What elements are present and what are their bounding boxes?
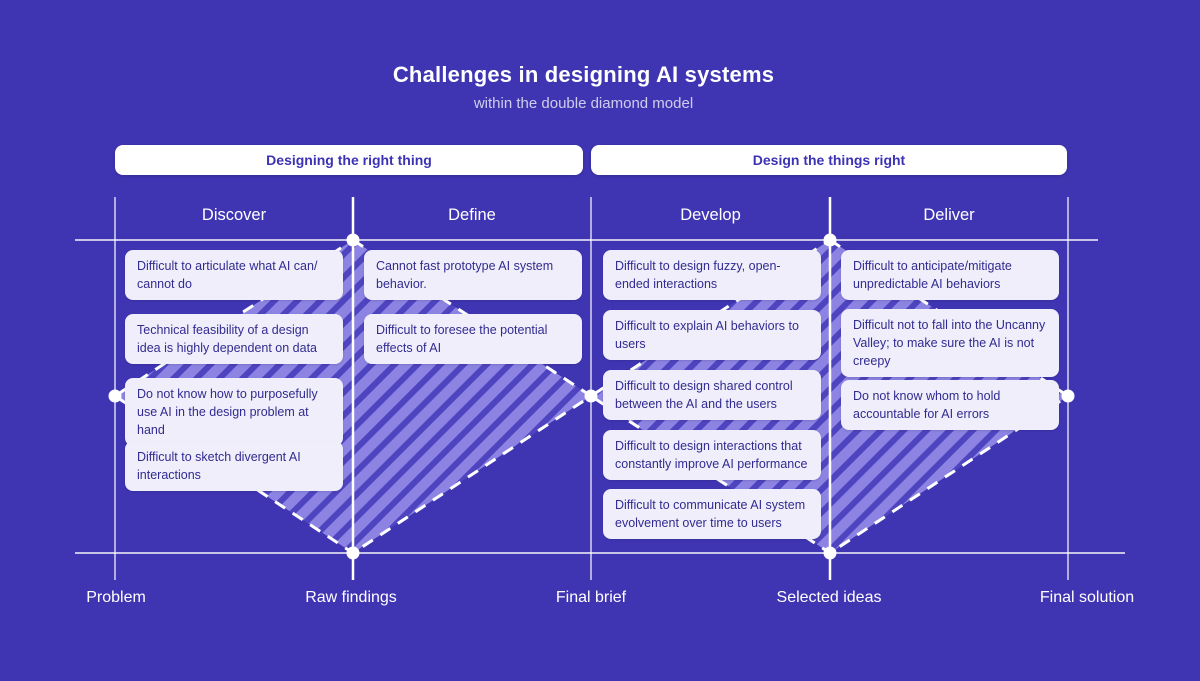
banner-label: Design the things right (752, 152, 906, 168)
challenge-card: Difficult to articulate what AI can/ can… (125, 250, 343, 300)
milestone-problem: Problem (86, 589, 146, 606)
challenge-card: Difficult to explain AI behaviors to use… (603, 310, 821, 360)
banner-label: Designing the right thing (266, 152, 432, 168)
milestone-selected-ideas: Selected ideas (776, 589, 882, 606)
vertex-dot-raw-findings (346, 546, 360, 560)
challenge-card: Difficult not to fall into the Uncanny V… (841, 309, 1059, 377)
challenge-card: Do not know how to purposefully use AI i… (125, 378, 343, 446)
challenge-card: Technical feasibility of a design idea i… (125, 314, 343, 364)
challenge-card: Difficult to anticipate/mitigate unpredi… (841, 250, 1059, 300)
page-title: Challenges in designing AI systems (392, 62, 775, 87)
challenge-card: Difficult to foresee the potential effec… (364, 314, 582, 364)
phase-header-discover: Discover (201, 206, 267, 224)
phase-header-develop: Develop (680, 206, 741, 224)
challenge-card: Difficult to design interactions that co… (603, 430, 821, 480)
challenge-card: Difficult to sketch divergent AI interac… (125, 441, 343, 491)
challenge-card: Do not know whom to hold accountable for… (841, 380, 1059, 430)
challenge-card: Difficult to design fuzzy, open-ended in… (603, 250, 821, 300)
vertex-dot-discover-top (346, 233, 360, 247)
vertex-dot-final-solution (1061, 389, 1075, 403)
vertex-dot-problem (108, 389, 122, 403)
phase-header-deliver: Deliver (923, 206, 975, 224)
milestone-raw-findings: Raw findings (305, 589, 397, 606)
vertex-dot-final-brief (584, 389, 598, 403)
vertex-dot-selected-ideas (823, 546, 837, 560)
challenge-card: Difficult to communicate AI system evolv… (603, 489, 821, 539)
phase-header-define: Define (448, 206, 496, 224)
challenge-card: Difficult to design shared control betwe… (603, 370, 821, 420)
milestone-final-brief: Final brief (555, 589, 627, 606)
page-subtitle: within the double diamond model (473, 95, 694, 112)
vertex-dot-develop-top (823, 233, 837, 247)
milestone-final-solution: Final solution (1039, 589, 1135, 606)
banner-designing-the-right-thing: Designing the right thing (115, 145, 583, 175)
banner-design-the-things-right: Design the things right (591, 145, 1067, 175)
challenge-card: Cannot fast prototype AI system behavior… (364, 250, 582, 300)
